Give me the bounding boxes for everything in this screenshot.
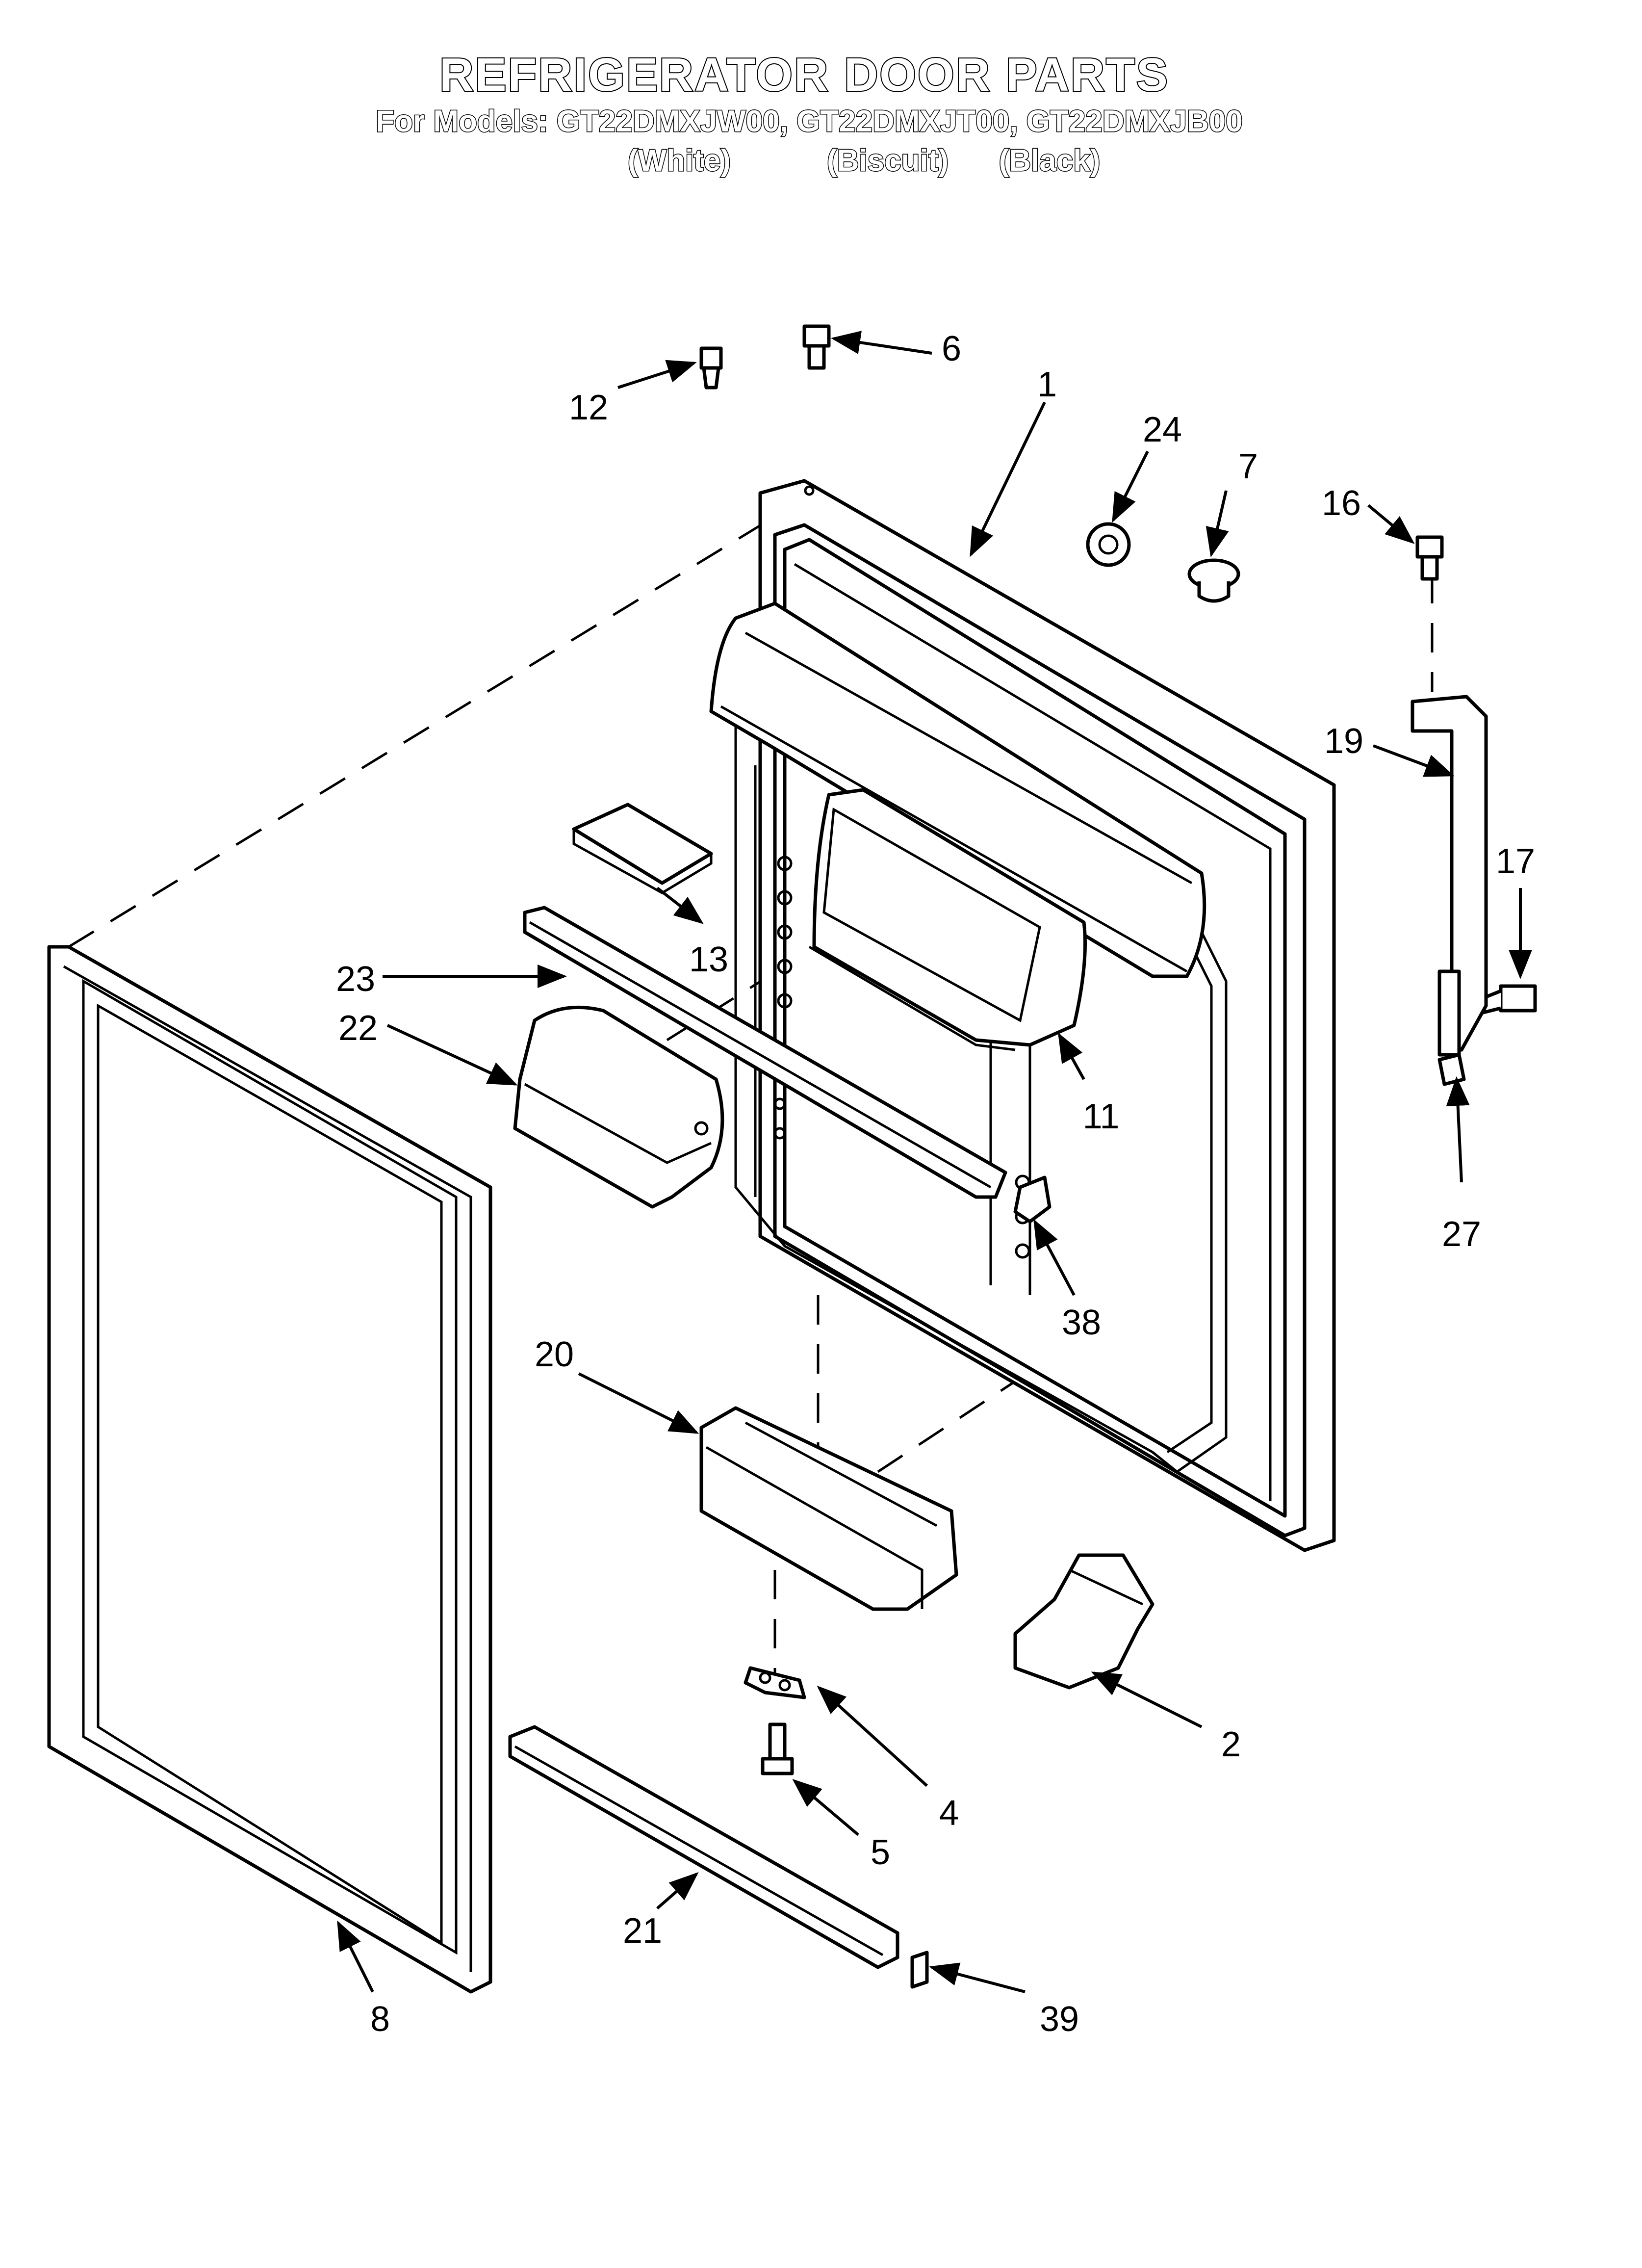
callout-39: 39 bbox=[1040, 2000, 1079, 2039]
color-white: (White) bbox=[628, 144, 731, 178]
hinge-screw bbox=[761, 1722, 794, 1775]
color-biscuit: (Biscuit) bbox=[827, 144, 949, 178]
callout-22: 22 bbox=[338, 1009, 378, 1048]
callout-16: 16 bbox=[1322, 484, 1361, 523]
shelf-retainer-bar bbox=[523, 906, 1007, 1199]
callout-19: 19 bbox=[1324, 722, 1363, 761]
callout-7: 7 bbox=[1238, 447, 1258, 486]
callout-23: 23 bbox=[336, 960, 375, 999]
callout-4: 4 bbox=[939, 1794, 959, 1833]
butter-bin bbox=[513, 1005, 724, 1209]
trim-end-cap bbox=[910, 1951, 929, 1989]
callout-12: 12 bbox=[569, 388, 608, 427]
plug-pin bbox=[699, 346, 723, 390]
models-line: For Models: GT22DMXJW00, GT22DMXJT00, GT… bbox=[376, 104, 1242, 138]
handle-screw-top bbox=[1415, 535, 1444, 581]
door-stop bbox=[1086, 522, 1131, 567]
top-screw bbox=[802, 324, 831, 370]
hinge-bracket bbox=[744, 1666, 806, 1699]
color-black: (Black) bbox=[999, 144, 1101, 178]
callout-11: 11 bbox=[1083, 1097, 1120, 1136]
callout-5: 5 bbox=[871, 1833, 890, 1872]
bin-clip bbox=[1013, 1175, 1052, 1224]
plug-button bbox=[1187, 558, 1240, 603]
callout-numbers: 1 2 4 5 6 7 8 11 12 13 16 17 19 20 21 22… bbox=[336, 329, 1535, 2039]
callout-24: 24 bbox=[1143, 410, 1182, 449]
handle-clip bbox=[1437, 1053, 1466, 1086]
upper-door-shelf bbox=[709, 601, 1206, 978]
callout-27: 27 bbox=[1442, 1215, 1481, 1254]
bottom-trim-strip bbox=[508, 1725, 899, 1969]
callout-38: 38 bbox=[1062, 1303, 1101, 1342]
diagram-title: REFRIGERATOR DOOR PARTS bbox=[439, 49, 1169, 101]
door-handle bbox=[1411, 695, 1488, 1057]
dairy-bin bbox=[808, 788, 1087, 1051]
callout-2: 2 bbox=[1221, 1725, 1241, 1764]
callout-20: 20 bbox=[535, 1335, 574, 1374]
callout-13: 13 bbox=[689, 940, 728, 979]
callout-6: 6 bbox=[942, 329, 961, 368]
callout-1: 1 bbox=[1037, 365, 1057, 404]
dairy-door bbox=[572, 803, 713, 894]
door-gasket bbox=[47, 945, 492, 1994]
hinge-cover bbox=[1013, 1553, 1155, 1690]
callout-17: 17 bbox=[1496, 842, 1535, 881]
lower-door-bin bbox=[699, 1406, 958, 1611]
leader-lines bbox=[337, 331, 1532, 1993]
callout-8: 8 bbox=[370, 2000, 390, 2039]
callout-21: 21 bbox=[623, 1911, 662, 1951]
